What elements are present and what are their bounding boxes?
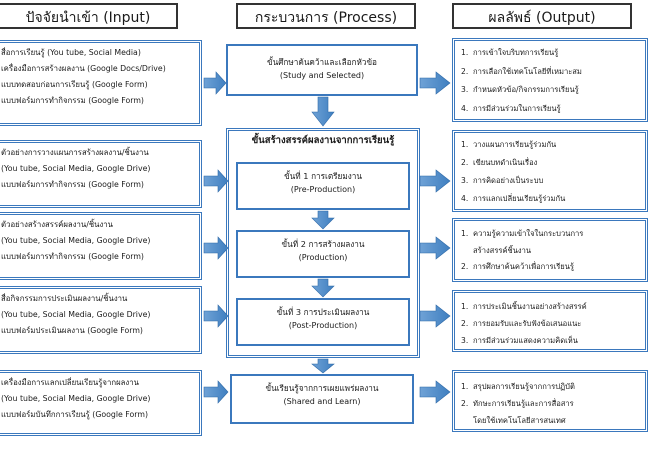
output-item: 1.การเข้าใจบริบทการเรียนรู้ <box>461 48 559 57</box>
output-box-1: 1.การเข้าใจบริบทการเรียนรู้ 2.การเลือกใช… <box>452 38 648 122</box>
share-stage-box: ขั้นเรียนรู้จากการเผยแพร่ผลงาน (Shared a… <box>230 374 414 424</box>
step-1-subtitle: (Pre-Production) <box>290 185 356 194</box>
output-item: 2.เขียนบทดำเนินเรื่อง <box>461 158 538 167</box>
step-2-title: ขั้นที่ 2 การสร้างผลงาน <box>281 239 365 249</box>
right-arrow-icon <box>203 236 229 260</box>
output-item: 2.การเลือกใช้เทคโนโลยีที่เหมาะสม <box>461 66 582 76</box>
input-line: เครื่องมือการสร้างผลงาน (Google Docs/Dri… <box>1 64 166 73</box>
input-line: เครื่องมือการแลกเปลี่ยนเรียนรู้จากผลงาน <box>1 378 139 387</box>
right-arrow-icon <box>203 71 227 95</box>
input-line: แบบฟอร์มการทำกิจกรรม (Google Form) <box>1 252 144 261</box>
right-arrow-icon <box>203 304 229 328</box>
input-line: (You tube, Social Media, Google Drive) <box>1 394 151 403</box>
step-3-box: ขั้นที่ 3 การประเมินผลงาน (Post-Producti… <box>236 298 410 346</box>
step-3-title: ขั้นที่ 3 การประเมินผลงาน <box>276 307 370 317</box>
right-arrow-icon <box>203 380 229 404</box>
input-line: ตัวอย่างการวางแผนการสร้างผลงาน/ชิ้นงาน <box>1 148 149 157</box>
output-header: ผลลัพธ์ (Output) <box>452 3 632 29</box>
creation-stage-title: ขั้นสร้างสรรค์ผลงานจากการเรียนรู้ <box>251 135 395 146</box>
input-box-1: สื่อการเรียนรู้ (You tube, Social Media)… <box>0 40 202 126</box>
input-line: แบบฟอร์มการทำกิจกรรม (Google Form) <box>1 96 144 105</box>
input-box-5: เครื่องมือการแลกเปลี่ยนเรียนรู้จากผลงาน … <box>0 370 202 436</box>
down-arrow-icon <box>311 358 335 374</box>
input-line: สื่อกิจกรรมการประเมินผลงาน/ชิ้นงาน <box>1 294 128 303</box>
input-box-2: ตัวอย่างการวางแผนการสร้างผลงาน/ชิ้นงาน (… <box>0 140 202 208</box>
step-1-title: ขั้นที่ 1 การเตรียมงาน <box>284 171 362 181</box>
output-item: 1.สรุปผลการเรียนรู้จากการปฏิบัติ <box>461 382 575 391</box>
input-line: แบบทดสอบก่อนการเรียนรู้ (Google Form) <box>1 80 148 89</box>
right-arrow-icon <box>419 236 451 260</box>
output-item-continued: โดยใช้เทคโนโลยีสารสนเทศ <box>473 416 566 425</box>
study-stage-title: ขั้นศึกษาค้นคว้าและเลือกหัวข้อ <box>267 57 377 67</box>
right-arrow-icon <box>419 169 451 193</box>
study-stage-box: ขั้นศึกษาค้นคว้าและเลือกหัวข้อ (Study an… <box>226 44 418 96</box>
output-item: 1.ความรู้ความเข้าใจในกระบวนการ <box>461 229 584 238</box>
output-item: 3.กำหนดหัวข้อ/กิจกรรมการเรียนรู้ <box>461 85 579 94</box>
input-line: (You tube, Social Media, Google Drive) <box>1 310 151 319</box>
input-line: ตัวอย่างสร้างสรรค์ผลงาน/ชิ้นงาน <box>1 220 113 229</box>
output-item: 1.การประเมินชิ้นงานอย่างสร้างสรรค์ <box>461 302 587 311</box>
output-box-4: 1.การประเมินชิ้นงานอย่างสร้างสรรค์ 2.การ… <box>452 290 648 352</box>
step-1-box: ขั้นที่ 1 การเตรียมงาน (Pre-Production) <box>236 162 410 210</box>
step-2-box: ขั้นที่ 2 การสร้างผลงาน (Production) <box>236 230 410 278</box>
step-3-subtitle: (Post-Production) <box>288 321 358 330</box>
output-item: 1.วางแผนการเรียนรู้ร่วมกัน <box>461 140 557 149</box>
output-item: 3.การมีส่วนร่วมแสดงความคิดเห็น <box>461 336 578 345</box>
step-2-subtitle: (Production) <box>298 253 348 262</box>
right-arrow-icon <box>419 380 451 404</box>
input-line: (You tube, Social Media, Google Drive) <box>1 164 151 173</box>
output-item: 2.การศึกษาค้นคว้าเพื่อการเรียนรู้ <box>461 262 575 271</box>
input-box-3: ตัวอย่างสร้างสรรค์ผลงาน/ชิ้นงาน (You tub… <box>0 212 202 280</box>
process-header: กระบวนการ (Process) <box>236 3 416 29</box>
input-line: แบบฟอร์มการทำกิจกรรม (Google Form) <box>1 180 144 189</box>
output-item-continued: สร้างสรรค์ชิ้นงาน <box>473 245 532 255</box>
study-stage-subtitle: (Study and Selected) <box>279 71 365 80</box>
output-box-5: 1.สรุปผลการเรียนรู้จากการปฏิบัติ 2.ทักษะ… <box>452 370 648 432</box>
share-stage-title: ขั้นเรียนรู้จากการเผยแพร่ผลงาน <box>265 383 379 393</box>
input-line: แบบฟอร์มประเมินผลงาน (Google Form) <box>1 326 143 335</box>
output-item: 2.การยอมรับและรับฟังข้อเสนอแนะ <box>461 319 582 328</box>
input-line: (You tube, Social Media, Google Drive) <box>1 236 151 245</box>
down-arrow-icon <box>311 96 335 127</box>
output-item: 3.การคิดอย่างเป็นระบบ <box>461 176 544 185</box>
output-item: 4.การมีส่วนร่วมในการเรียนรู้ <box>461 103 561 113</box>
input-line: แบบฟอร์มบันทึกการเรียนรู้ (Google Form) <box>1 410 148 419</box>
input-line: สื่อการเรียนรู้ (You tube, Social Media) <box>1 48 141 57</box>
right-arrow-icon <box>419 304 451 328</box>
output-box-2: 1.วางแผนการเรียนรู้ร่วมกัน 2.เขียนบทดำเน… <box>452 130 648 212</box>
output-item: 4.การแลกเปลี่ยนเรียนรู้ร่วมกัน <box>461 194 566 203</box>
input-header: ปัจจัยนำเข้า (Input) <box>0 3 178 29</box>
output-box-3: 1.ความรู้ความเข้าใจในกระบวนการ สร้างสรรค… <box>452 218 648 282</box>
input-box-4: สื่อกิจกรรมการประเมินผลงาน/ชิ้นงาน (You … <box>0 286 202 354</box>
right-arrow-icon <box>203 169 229 193</box>
output-item: 2.ทักษะการเรียนรู้และการสื่อสาร <box>461 399 574 408</box>
right-arrow-icon <box>419 71 451 95</box>
share-stage-subtitle: (Shared and Learn) <box>283 397 361 406</box>
